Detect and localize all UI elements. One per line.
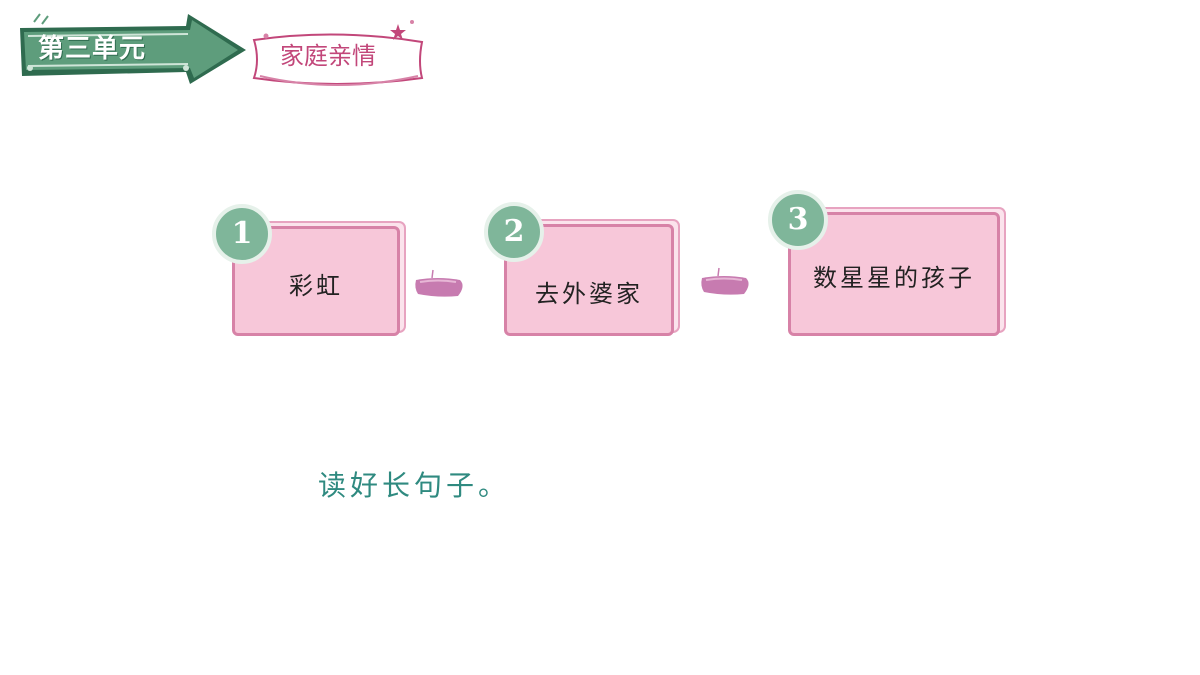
lesson-title-3: 数星星的孩子 — [813, 264, 975, 292]
connector-arrow-2 — [698, 264, 754, 300]
lesson-title-1: 彩虹 — [289, 272, 343, 300]
lesson-card-1[interactable]: 彩虹 1 — [212, 204, 400, 336]
connector-arrow-1 — [412, 266, 468, 302]
lesson-number-badge-2: 2 — [484, 202, 544, 262]
lesson-title-2: 去外婆家 — [535, 280, 643, 308]
theme-tag: 家庭亲情 — [246, 18, 428, 88]
pencil-arrow-icon — [701, 267, 749, 295]
lesson-card-3[interactable]: 数星星的孩子 3 — [768, 190, 1000, 336]
lesson-number-badge-1: 1 — [212, 204, 272, 264]
lesson-number-badge-3: 3 — [768, 190, 828, 250]
arrow-banner-icon — [20, 13, 246, 84]
unit-label: 第三单元 — [38, 34, 147, 64]
unit-banner: 第三单元 — [18, 12, 248, 86]
card-background — [504, 224, 674, 336]
pencil-arrow-icon — [415, 269, 463, 297]
theme-label: 家庭亲情 — [280, 42, 376, 70]
ribbon-icon — [252, 20, 424, 86]
instruction-text: 读好长句子。 — [318, 469, 511, 502]
lesson-card-2[interactable]: 去外婆家 2 — [484, 202, 674, 336]
